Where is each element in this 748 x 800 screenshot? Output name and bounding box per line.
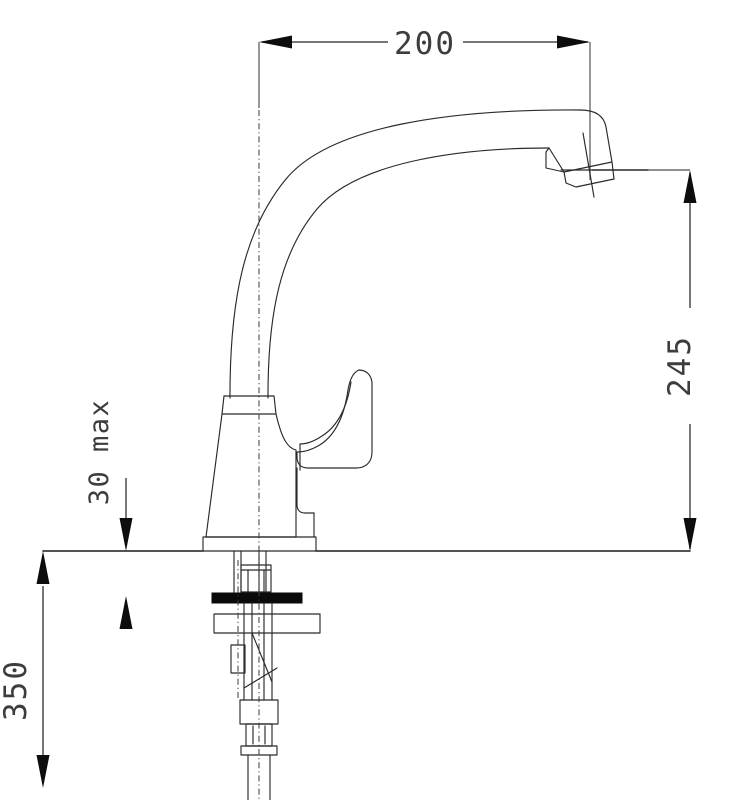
arrowhead-bottom xyxy=(683,518,697,551)
dimension-label-200: 200 xyxy=(394,26,456,62)
centerlines xyxy=(237,110,260,800)
aerator-body xyxy=(548,109,613,173)
collar-right-edge xyxy=(273,395,277,415)
spout xyxy=(229,109,581,399)
hose-taper-line xyxy=(251,632,273,683)
arrowhead-bottom xyxy=(36,755,50,788)
dimension-spout-reach: 200 xyxy=(258,26,591,180)
aerator-centerline-vertical xyxy=(582,132,595,198)
hose-break-line xyxy=(243,667,278,689)
lever xyxy=(296,369,373,538)
lever-outer-right xyxy=(296,369,373,469)
body-left-profile xyxy=(205,413,223,538)
spout-inner-curve xyxy=(267,147,550,396)
lever-stem xyxy=(296,467,315,514)
arrowhead-down xyxy=(119,518,133,551)
body xyxy=(205,413,297,538)
bracket-plate xyxy=(213,613,321,634)
arrowhead-top xyxy=(683,170,697,203)
aerator-lip xyxy=(563,161,615,188)
shank xyxy=(233,550,272,597)
dimension-supply-hose-length: 350 xyxy=(0,551,50,788)
dimension-label-350: 350 xyxy=(0,659,34,721)
arrowhead-left xyxy=(259,35,292,49)
arrowhead-up xyxy=(119,596,133,629)
collar xyxy=(221,395,277,415)
nut-body xyxy=(240,564,272,593)
arrowhead-right xyxy=(557,35,590,49)
dimension-label-30max: 30 max xyxy=(84,399,115,506)
arrowhead-top xyxy=(36,551,50,584)
dimension-overall-height: 245 xyxy=(592,169,698,551)
dimension-max-counter-thickness: 30 max xyxy=(84,399,133,629)
mounting-nut xyxy=(240,564,272,593)
aerator xyxy=(545,109,649,198)
dimension-label-245: 245 xyxy=(662,335,698,397)
washer-plate xyxy=(211,592,303,604)
collar-left-edge xyxy=(221,395,225,415)
lever-outer-top xyxy=(297,369,360,453)
spout-outer-curve xyxy=(229,109,581,396)
lower-bracket xyxy=(213,613,321,634)
aerator-shoulder xyxy=(545,147,565,173)
body-right-profile xyxy=(275,413,297,538)
washer-plate-bar xyxy=(211,592,303,604)
lever-inner-curve xyxy=(299,381,352,471)
